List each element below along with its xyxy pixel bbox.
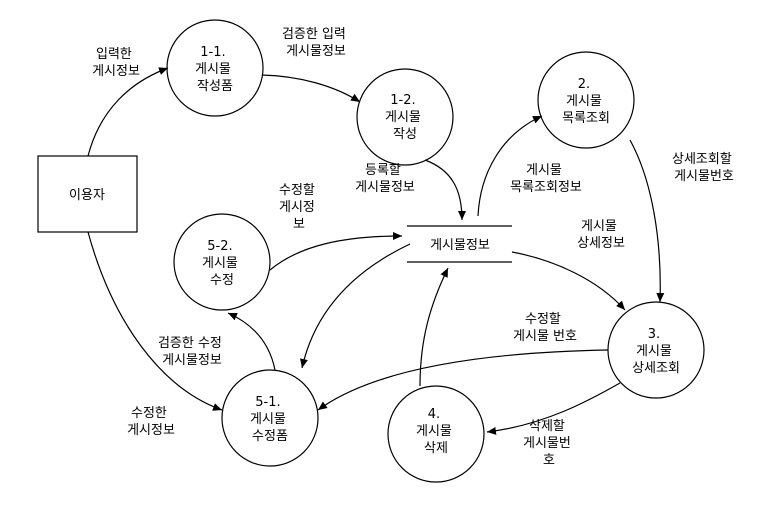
flow-p3-to-p5-1 [317, 349, 609, 411]
label-flow-user-to-p5-1: 수정한 게시정보 [127, 406, 175, 438]
flow-p3-to-p4 [486, 382, 621, 435]
label-user: 이용자 [69, 188, 105, 203]
flow-store-to-p3 [511, 251, 626, 311]
label-flow-p3-to-p5-1: 수정할 게시물 번호 [513, 312, 577, 344]
flow-user-to-p1-1 [87, 67, 169, 157]
flow-p1-1-to-p1-2 [261, 74, 361, 103]
process-1-2 [356, 68, 454, 166]
process-2 [537, 51, 635, 149]
label-data-store: 게시물정보 [430, 238, 490, 253]
label-flow-p1-1-to-p1-2: 검증한 입력 게시물정보 [282, 27, 350, 59]
label-flow-p3-to-p4: 삭제할 게시물번 호 [523, 419, 575, 468]
label-flow-store-to-p2: 게시물 목록조회정보 [510, 163, 582, 195]
label-flow-p1-2-to-store: 등록할 게시물정보 [355, 163, 415, 195]
label-process-1-1: 1-1. 게시물 작성폼 [195, 45, 235, 94]
label-process-4: 4. 게시물 삭제 [416, 407, 456, 456]
flow-p5-1-to-p5-2 [227, 312, 276, 371]
label-process-5-1: 5-1. 게시물 수정폼 [250, 395, 290, 444]
process-5-2 [173, 213, 271, 311]
label-process-5-2: 5-2. 게시물 수정 [202, 239, 242, 288]
label-flow-p5-1-to-p5-2: 검증한 수정 게시물정보 [158, 336, 226, 368]
label-process-3: 3. 게시물 상세조회 [632, 327, 680, 376]
label-flow-store-to-p3: 게시물 상세정보 [577, 219, 625, 251]
label-flow-p2-to-p3: 상세조회할 게시물번호 [672, 152, 736, 184]
flow-store-to-p5-1 [300, 243, 411, 369]
label-flow-p5-2-to-store: 수정할 게시정 보 [279, 183, 319, 232]
flow-p5-2-to-store [269, 232, 403, 271]
process-5-1 [221, 369, 319, 467]
label-flow-user-to-p1-1: 입력한 게시정보 [92, 47, 140, 79]
label-process-2: 2. 게시물 목록조회 [562, 77, 610, 126]
label-process-1-2: 1-2. 게시물 작성 [385, 93, 425, 142]
flow-p4-to-store [419, 267, 449, 387]
flow-p1-2-to-store [424, 159, 466, 221]
process-4 [387, 385, 485, 483]
flow-p2-to-p3 [629, 139, 665, 303]
flow-user-to-p5-1 [87, 231, 223, 411]
external-entity-user [37, 155, 138, 233]
flow-store-to-p2 [477, 115, 543, 217]
